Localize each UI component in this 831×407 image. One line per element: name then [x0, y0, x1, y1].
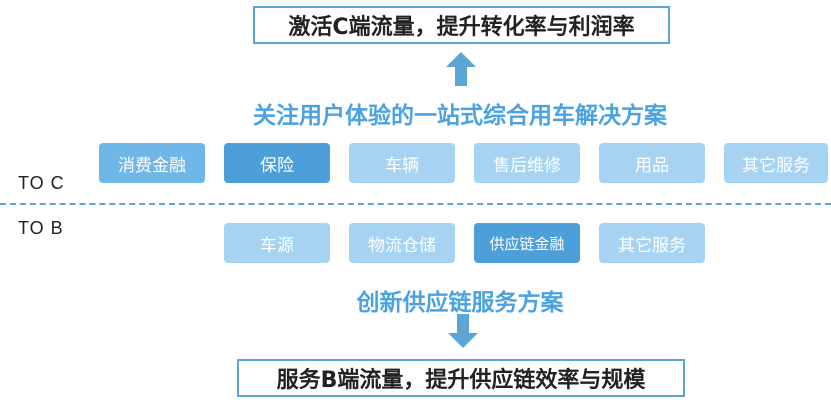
bottom-goal-box: 服务B端流量，提升供应链效率与规模	[237, 359, 685, 397]
to-c-item-after-sales: 售后维修	[474, 143, 580, 183]
to-b-subtitle: 创新供应链服务方案	[356, 290, 564, 316]
to-b-item-supply-chain-finance: 供应链金融	[474, 223, 580, 263]
to-c-item-insurance: 保险	[224, 143, 330, 183]
top-goal-text: 激活C端流量，提升转化率与利润率	[288, 15, 635, 40]
to-c-subtitle: 关注用户体验的一站式综合用车解决方案	[253, 103, 667, 129]
arrow-down-icon	[448, 314, 478, 348]
arrow-up-icon	[446, 52, 476, 86]
to-c-item-supplies: 用品	[599, 143, 705, 183]
to-b-item-logistics-warehousing: 物流仓储	[349, 223, 455, 263]
to-c-label: TO C	[18, 173, 65, 193]
to-c-to-b-divider	[0, 203, 831, 205]
to-c-item-consumer-finance: 消费金融	[99, 143, 205, 183]
to-b-label: TO B	[18, 218, 64, 238]
top-goal-box: 激活C端流量，提升转化率与利润率	[253, 6, 670, 44]
to-c-item-other-services: 其它服务	[724, 143, 828, 183]
to-c-item-vehicles: 车辆	[349, 143, 455, 183]
to-b-item-vehicle-source: 车源	[224, 223, 330, 263]
bottom-goal-text: 服务B端流量，提升供应链效率与规模	[276, 368, 646, 393]
to-b-item-other-services: 其它服务	[599, 223, 705, 263]
